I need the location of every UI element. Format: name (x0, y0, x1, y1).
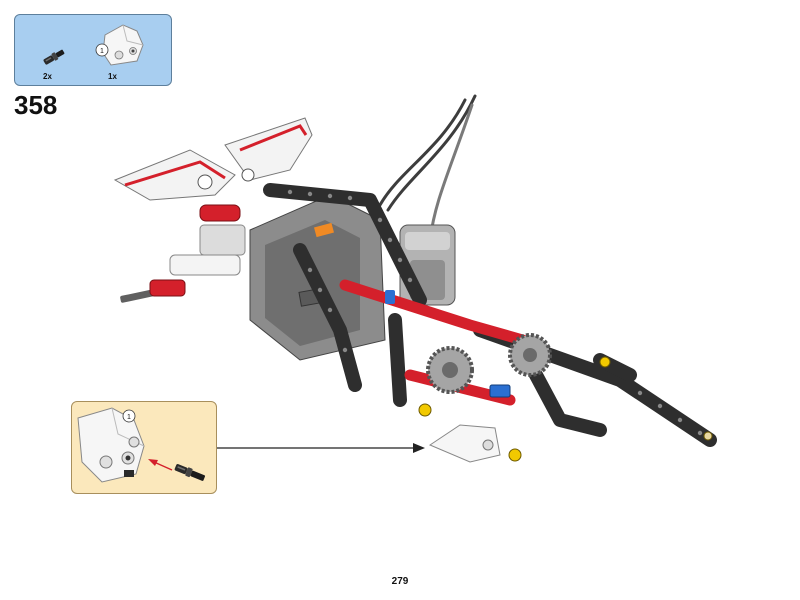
svg-text:1: 1 (127, 414, 131, 421)
circled-number-badge: 1 (122, 409, 136, 423)
svg-text:1: 1 (100, 48, 104, 55)
beam-holes (287, 189, 703, 436)
red-insert-arrow (148, 459, 173, 471)
page-number: 279 (391, 576, 409, 587)
ev3-brick (249, 194, 386, 361)
white-wing-panels (113, 117, 313, 201)
motor-cables (378, 94, 477, 242)
black-axle-pin-icon (174, 464, 206, 481)
axle-pin-part (41, 47, 67, 67)
step-number: 358 (14, 90, 58, 120)
white-panel-1-icon (102, 24, 144, 66)
part-quantity: 2x (43, 72, 52, 81)
connector-pins (385, 290, 713, 462)
sub-assembly-illustration (77, 407, 206, 483)
black-axle-pin-icon (43, 49, 65, 65)
circled-number-badge: 1 (95, 43, 109, 57)
parts-list-box: 2x 1 1x (14, 14, 172, 86)
left-arm-assembly (120, 204, 246, 303)
black-beam-frame (263, 183, 717, 447)
sub-assembly-callout: 1 (71, 401, 217, 494)
red-beam-frame (339, 279, 546, 406)
large-motor (399, 224, 456, 306)
panel-part (97, 21, 147, 71)
callout-number-badge: 1 (122, 409, 136, 423)
panel-number-badge: 1 (95, 43, 109, 57)
assembly-arrow (215, 443, 425, 453)
white-panel-target (428, 424, 501, 463)
gear-train (426, 333, 552, 394)
part-quantity: 1x (108, 72, 117, 81)
